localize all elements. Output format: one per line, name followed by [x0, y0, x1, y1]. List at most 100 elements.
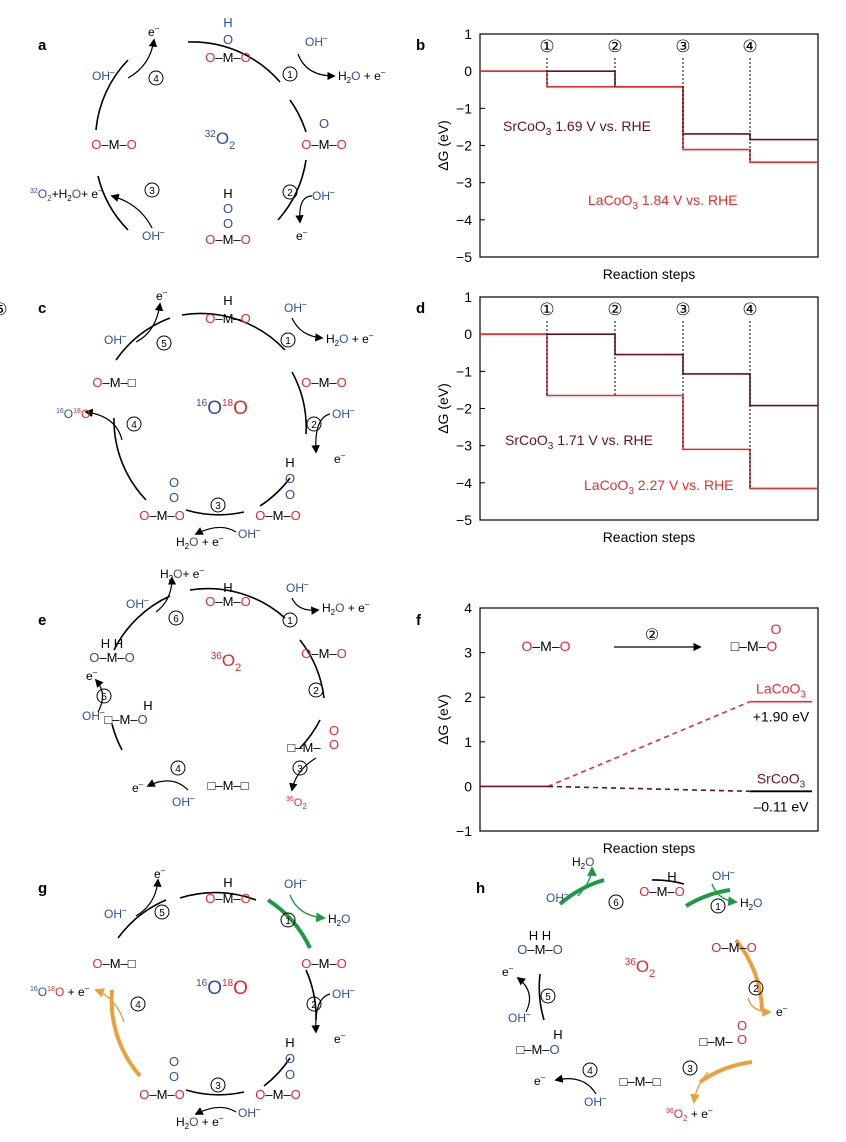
electron: e–: [534, 1073, 546, 1088]
connector-srcoo3: [547, 785, 751, 793]
y-axis-label: ΔG (eV): [435, 383, 451, 434]
oh-reactant: OH–: [238, 526, 261, 541]
arrow-step-3: [690, 1071, 709, 1104]
scheme-right-species: □–M–O: [731, 638, 778, 654]
cycle-arc: [651, 879, 685, 885]
cycle-arc: [305, 969, 317, 1021]
oh-reactant: OH–: [92, 68, 115, 83]
step-marker: ①: [539, 37, 554, 56]
value-lacoo3: +1.90 eV: [753, 709, 810, 725]
svg-text:2: 2: [311, 420, 317, 431]
oh-reactant: OH–: [284, 300, 307, 315]
step-marker-4: [130, 996, 146, 1012]
y-tick-label: 3: [464, 645, 472, 661]
panel-label-f: f: [416, 612, 422, 629]
center-label: 36O2: [211, 651, 241, 674]
species-o: O: [329, 723, 339, 738]
cycle-arc: [111, 723, 123, 751]
panel-a: a H O O–M–O O O–M–O O–M–O H O O O–M–O 32…: [30, 15, 386, 247]
species-o: O: [737, 1018, 747, 1033]
species-h: H: [553, 1027, 562, 1042]
species-h: H: [223, 580, 232, 595]
species-h: H: [667, 869, 676, 884]
y-tick-label: −2: [456, 138, 472, 154]
product-1: H2O + e–: [326, 331, 374, 348]
svg-text:3: 3: [215, 1081, 221, 1092]
electron: e–: [156, 288, 168, 303]
panel-label-c: c: [38, 300, 46, 317]
panel-label-e: e: [38, 612, 46, 629]
label-lacoo3: LaCoO3 2.27 V vs. RHE: [584, 477, 734, 497]
species-o: O: [169, 475, 179, 490]
svg-text:1: 1: [285, 336, 291, 347]
y-tick-label: 1: [464, 734, 472, 750]
arrow-step-2: [311, 413, 331, 454]
cycle-arc: [95, 59, 129, 131]
arrow-step-5: [135, 878, 162, 917]
electron: e–: [502, 964, 514, 979]
panel-c: c H O–M–O O–M–O O–M–□ O O O–M–O H O O O–…: [38, 288, 374, 551]
oh-reactant: OH–: [332, 406, 355, 421]
step-marker-5: [540, 988, 556, 1004]
step-marker: ⑤: [0, 300, 8, 319]
species-h-pair: H H: [529, 928, 551, 943]
species-left: O–M–O: [89, 650, 135, 665]
step-marker: ④: [742, 37, 757, 56]
species-h: H: [143, 698, 152, 713]
center-label: 36O2: [625, 957, 655, 980]
y-tick-label: −1: [456, 363, 472, 379]
oh-reactant: OH–: [82, 708, 105, 723]
panel-e: e H O–M–O O–M–O O O □–M– □–M–□ □–M–O H H…: [38, 566, 370, 811]
step-marker: ③: [675, 37, 690, 56]
svg-text:5: 5: [101, 692, 107, 703]
oh-reactant: OH–: [332, 986, 355, 1001]
y-tick-label: −5: [456, 249, 472, 265]
species-left: O–M–O: [91, 137, 137, 152]
species-h: H: [223, 875, 232, 890]
y-tick-label: −1: [456, 100, 472, 116]
species-right-o: O: [319, 116, 329, 131]
oh-reactant: OH–: [584, 1094, 607, 1109]
step-marker-2: [306, 416, 322, 432]
scheme-left-species: O–M–O: [521, 638, 570, 654]
oh-reactant: OH–: [508, 1010, 531, 1025]
step-marker-3: [682, 1060, 698, 1076]
electron: e–: [148, 24, 160, 39]
y-tick-label: −4: [456, 475, 472, 491]
svg-text:1: 1: [287, 616, 293, 627]
step-marker-4: [582, 1062, 598, 1078]
species-o: O: [285, 487, 295, 502]
cycle-arc: [189, 587, 286, 619]
oh-reactant: OH–: [142, 228, 165, 243]
product-3: 36O2 + e–: [666, 1106, 713, 1123]
species-right: O–M–O: [301, 375, 347, 390]
species-h: H: [223, 293, 232, 308]
series-lacoo3: [480, 333, 818, 490]
svg-text:6: 6: [173, 614, 179, 625]
product-6: H2O+ e–: [160, 566, 204, 583]
electron: e–: [334, 451, 346, 466]
electron: e–: [154, 866, 166, 881]
panel-label-a: a: [38, 37, 47, 54]
svg-text:5: 5: [159, 908, 165, 919]
step-marker-1: [282, 612, 298, 628]
product-3: 32O2+H2O+ e–: [30, 186, 103, 203]
cycle-arc: [187, 41, 281, 83]
species-right: O–M–O: [301, 646, 347, 661]
arrow-step-2: [311, 993, 331, 1034]
species-bottom: □–M–□: [208, 778, 249, 793]
species-h: H: [285, 1035, 294, 1050]
scheme-step: ②: [645, 627, 659, 644]
step-marker-5: [154, 904, 170, 920]
cycle-arc: [291, 371, 307, 435]
cycle-arc-orange: [734, 938, 764, 1011]
species-o: O: [285, 471, 295, 486]
species-top: O–M–O: [205, 891, 251, 906]
step-marker-4: [170, 760, 186, 776]
y-tick-label: 2: [464, 689, 472, 705]
svg-text:4: 4: [175, 764, 181, 775]
cycle-arc-orange: [698, 1060, 753, 1084]
step-marker-3: [292, 760, 308, 776]
species-right-lower: □–M–: [287, 740, 321, 755]
